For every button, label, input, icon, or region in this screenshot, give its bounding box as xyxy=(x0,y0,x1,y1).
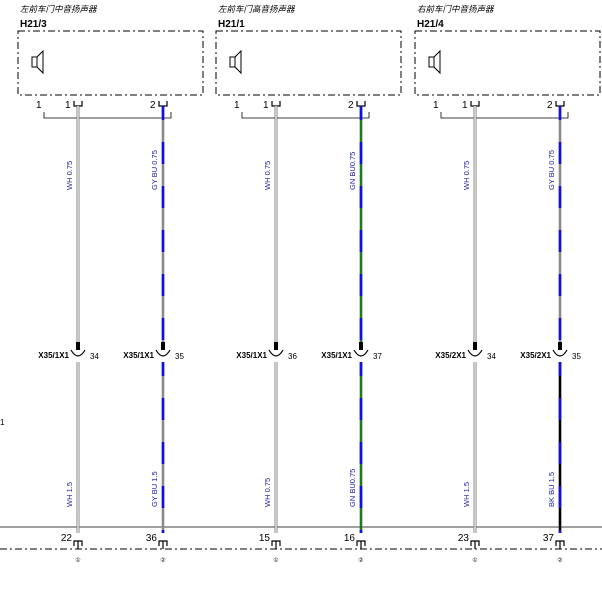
speaker-title: 右前车门中音扬声器 xyxy=(417,4,495,14)
terminal-contact xyxy=(271,540,281,549)
connector-socket xyxy=(268,349,284,357)
pin-number: 1 xyxy=(65,100,71,111)
pin-number: 2 xyxy=(348,100,354,111)
speaker-icon xyxy=(229,49,242,75)
pin-bracket xyxy=(440,112,569,119)
wire-1: 1 WH 0.75 WH 1.5 X35/2X1 34 23 ① xyxy=(435,100,496,564)
connector-socket xyxy=(70,349,86,357)
connector-code: X35/2X1 xyxy=(520,351,551,360)
terminal-pin-number: 23 xyxy=(458,533,470,544)
terminal-mark: ① xyxy=(273,557,278,564)
component-code: H21/4 xyxy=(417,19,444,30)
component-code: H21/1 xyxy=(218,19,245,30)
connector-socket xyxy=(155,349,171,357)
wire-label-top: GN BU0.75 xyxy=(348,152,357,190)
terminal-pin-number: 36 xyxy=(146,533,158,544)
terminal-contact xyxy=(555,540,565,549)
wire-label-top: WH 0.75 xyxy=(462,161,471,190)
terminal-mark: ① xyxy=(75,557,80,564)
terminal-contact xyxy=(158,540,168,549)
connector-pin-number: 35 xyxy=(175,352,184,361)
connector-pin xyxy=(274,342,278,350)
terminal-mark: ① xyxy=(472,557,477,564)
wire-label-top: WH 0.75 xyxy=(65,161,74,190)
connector-pin xyxy=(76,342,80,350)
component-box xyxy=(215,30,402,96)
terminal-pin-number: 15 xyxy=(259,533,271,544)
connector-pin xyxy=(473,342,477,350)
wire-label-bottom: GY BU 1.5 xyxy=(150,471,159,507)
terminal-pin-number: 22 xyxy=(61,533,73,544)
wire-label-bottom: WH 1.5 xyxy=(65,482,74,507)
connector-pin-number: 34 xyxy=(90,352,99,361)
connector-pin-number: 36 xyxy=(288,352,297,361)
speaker-icon xyxy=(31,49,44,75)
connector-code: X35/1X1 xyxy=(123,351,154,360)
component-box xyxy=(414,30,601,96)
pin-contact xyxy=(158,101,168,107)
terminal-mark: ② xyxy=(160,557,165,564)
connector-pin xyxy=(161,342,165,350)
connector-pin-number: 34 xyxy=(487,352,496,361)
terminal-contact xyxy=(356,540,366,549)
terminal-pin-number: 16 xyxy=(344,533,356,544)
wire-label-top: WH 0.75 xyxy=(263,161,272,190)
connector-socket xyxy=(353,349,369,357)
connector-pin-number: 37 xyxy=(373,352,382,361)
terminal-pin-number: 37 xyxy=(543,533,555,544)
connector-socket xyxy=(467,349,483,357)
speaker-title: 左前车门中音扬声器 xyxy=(20,4,98,14)
pin-number: 2 xyxy=(150,100,156,111)
wire-label-bottom: BK BU 1.5 xyxy=(547,472,556,507)
wire-label-top: GY BU 0.75 xyxy=(547,150,556,190)
wire-2: 2 GY BU 0.75 BK BU 1.5 X35/2X1 35 37 ② xyxy=(520,100,581,564)
connector-code: X35/1X1 xyxy=(321,351,352,360)
terminal-contact xyxy=(470,540,480,549)
connector-pin xyxy=(359,342,363,350)
terminal-contact xyxy=(73,540,83,549)
connector-pin-number: 35 xyxy=(572,352,581,361)
wire-label-top: GY BU 0.75 xyxy=(150,150,159,190)
pin-number: 1 xyxy=(462,100,468,111)
pin-number: 2 xyxy=(547,100,553,111)
pin-contact xyxy=(271,101,281,107)
speaker-icon xyxy=(428,49,441,75)
connector-code: X35/1X1 xyxy=(236,351,267,360)
connector-code: X35/2X1 xyxy=(435,351,466,360)
component-box xyxy=(17,30,204,96)
outer-pin-number: 1 xyxy=(234,100,240,111)
edge-label: 1 xyxy=(0,418,5,427)
wire-1: 1 WH 0.75 WH 1.5 X35/1X1 34 22 ① xyxy=(38,100,99,564)
pin-contact xyxy=(73,101,83,107)
wire-label-bottom: WH 0.75 xyxy=(263,478,272,507)
outer-pin-number: 1 xyxy=(433,100,439,111)
wire-label-bottom: WH 1.5 xyxy=(462,482,471,507)
connector-pin xyxy=(558,342,562,350)
wire-2: 2 GY BU 0.75 GY BU 1.5 X35/1X1 35 36 ② xyxy=(123,100,184,564)
speaker-title: 左前车门高音扬声器 xyxy=(218,4,296,14)
outer-pin-number: 1 xyxy=(36,100,42,111)
connector-code: X35/1X1 xyxy=(38,351,69,360)
component-code: H21/3 xyxy=(20,19,47,30)
pin-contact xyxy=(470,101,480,107)
pin-bracket xyxy=(241,112,370,119)
pin-contact xyxy=(356,101,366,107)
pin-contact xyxy=(555,101,565,107)
connector-socket xyxy=(552,349,568,357)
terminal-mark: ② xyxy=(358,557,363,564)
terminal-mark: ② xyxy=(557,557,562,564)
wire-label-bottom: GN BU0.75 xyxy=(348,469,357,507)
pin-bracket xyxy=(43,112,172,119)
pin-number: 1 xyxy=(263,100,269,111)
